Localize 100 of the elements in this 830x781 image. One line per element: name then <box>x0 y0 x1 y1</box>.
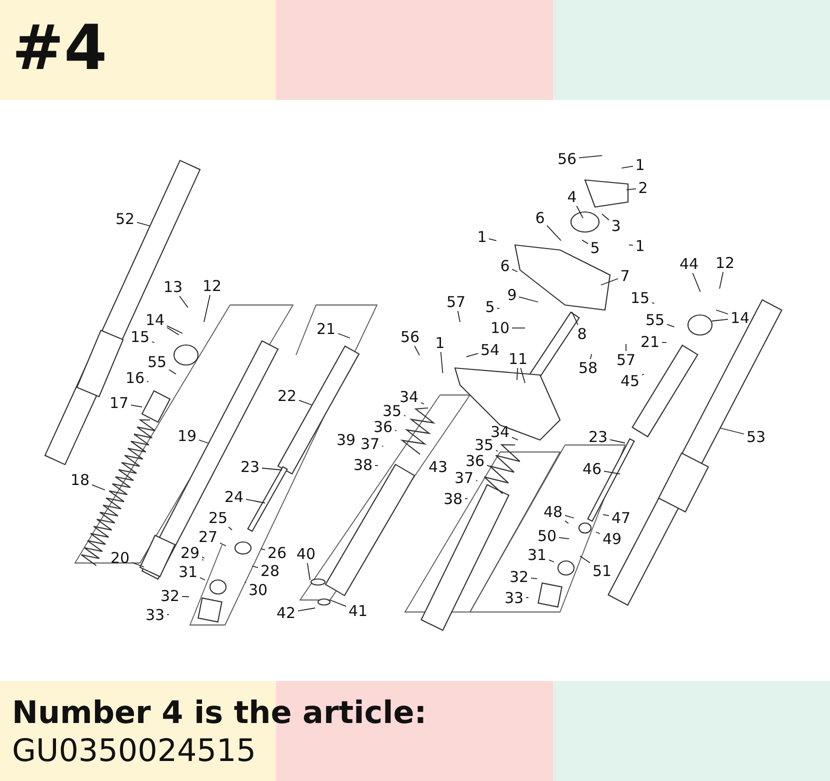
callout-number: 25 <box>208 509 228 527</box>
leader-line <box>486 464 492 468</box>
callout-number: 23 <box>588 428 608 446</box>
leader-line <box>202 559 204 561</box>
leader-line <box>719 272 724 290</box>
callout-number: 43 <box>428 458 448 476</box>
leader-line <box>306 562 310 580</box>
callout-number: 37 <box>360 435 380 453</box>
callout-number: 49 <box>602 530 622 548</box>
callout-number: 5 <box>485 298 495 316</box>
leader-line <box>466 352 478 358</box>
leader-line <box>374 465 378 466</box>
article-number: GU0350024515 <box>12 732 256 770</box>
callout-number: 14 <box>730 309 750 327</box>
leader-line <box>712 318 728 322</box>
callout-number: 17 <box>109 394 129 412</box>
callout-number: 19 <box>177 427 197 445</box>
callout-number: 52 <box>115 210 135 228</box>
leader-line <box>580 556 590 564</box>
callout-number: 13 <box>163 278 183 296</box>
callout-number: 30 <box>248 581 268 599</box>
leader-line <box>576 206 584 218</box>
callout-number: 51 <box>592 562 612 580</box>
callout-number: 38 <box>353 456 373 474</box>
leader-line <box>298 400 312 406</box>
callout-number: 31 <box>527 546 547 564</box>
callout-number: 34 <box>399 388 419 406</box>
leader-line <box>572 312 578 326</box>
leader-line <box>662 342 667 344</box>
leader-line <box>464 498 468 500</box>
leader-line <box>512 436 518 440</box>
leader-line <box>692 272 701 292</box>
callout-number: 1 <box>477 228 487 246</box>
callout-number: 5 <box>590 239 600 257</box>
callout-number: 6 <box>500 257 510 275</box>
callout-number: 14 <box>145 311 165 329</box>
callout-number: 24 <box>224 488 244 506</box>
leader-line <box>179 296 188 308</box>
callout-number: 32 <box>509 568 529 586</box>
callout-number: 20 <box>110 549 130 567</box>
callout-number: 3 <box>611 217 621 235</box>
leader-line <box>420 402 424 404</box>
callout-number: 41 <box>348 602 368 620</box>
leader-line <box>130 404 143 408</box>
leader-line <box>652 302 655 304</box>
leader-line <box>546 225 562 242</box>
leader-line <box>602 214 610 220</box>
callout-number: 58 <box>578 359 598 377</box>
leader-line <box>262 468 282 470</box>
callout-number: 33 <box>145 606 165 624</box>
callout-number: 2 <box>638 179 648 197</box>
callout-number: 33 <box>504 589 524 607</box>
callout-number: 36 <box>465 452 485 470</box>
callout-number: 29 <box>180 544 200 562</box>
callout-number: 57 <box>446 293 466 311</box>
leader-line <box>642 374 644 376</box>
callout-number: 42 <box>276 604 296 622</box>
leader-line <box>596 532 600 534</box>
callout-number: 40 <box>296 545 316 563</box>
leader-line <box>152 341 155 344</box>
leader-line <box>516 368 518 380</box>
callout-number: 9 <box>507 286 517 304</box>
leader-line <box>298 608 316 612</box>
leader-line <box>621 166 634 168</box>
callout-number: 28 <box>260 562 280 580</box>
callout-number: 36 <box>373 418 393 436</box>
callout-number: 11 <box>508 350 528 368</box>
caption-heading: Number 4 is the article: <box>12 694 427 732</box>
callout-number: 57 <box>616 351 636 369</box>
callout-number: 56 <box>400 328 420 346</box>
callout-number: 12 <box>715 254 735 272</box>
callout-number: 46 <box>582 460 602 478</box>
leader-line <box>440 352 444 374</box>
leader-line <box>414 346 420 356</box>
callout-number: 23 <box>240 458 260 476</box>
leader-line <box>202 556 205 558</box>
leader-line <box>602 514 610 516</box>
callout-number: 27 <box>198 528 218 546</box>
leader-line <box>200 577 206 580</box>
callout-number: 31 <box>178 563 198 581</box>
leader-line <box>520 368 526 384</box>
callout-number: 56 <box>557 150 577 168</box>
leader-line <box>488 238 497 242</box>
leader-line <box>548 560 554 562</box>
callout-number: 47 <box>611 509 631 527</box>
leader-line <box>338 333 350 338</box>
callout-number: 32 <box>160 587 180 605</box>
leader-line <box>168 369 176 374</box>
callout-number: 35 <box>382 402 402 420</box>
leader-line <box>590 353 592 360</box>
callout-number: 26 <box>267 544 287 562</box>
callout-number: 53 <box>746 428 766 446</box>
leader-line <box>198 440 208 444</box>
leader-line <box>530 578 538 580</box>
leader-line <box>260 548 266 550</box>
leader-line <box>628 244 634 246</box>
leader-line <box>228 526 232 530</box>
callout-number: 18 <box>70 471 90 489</box>
leader-line <box>512 268 518 272</box>
callout-number: 10 <box>490 319 510 337</box>
